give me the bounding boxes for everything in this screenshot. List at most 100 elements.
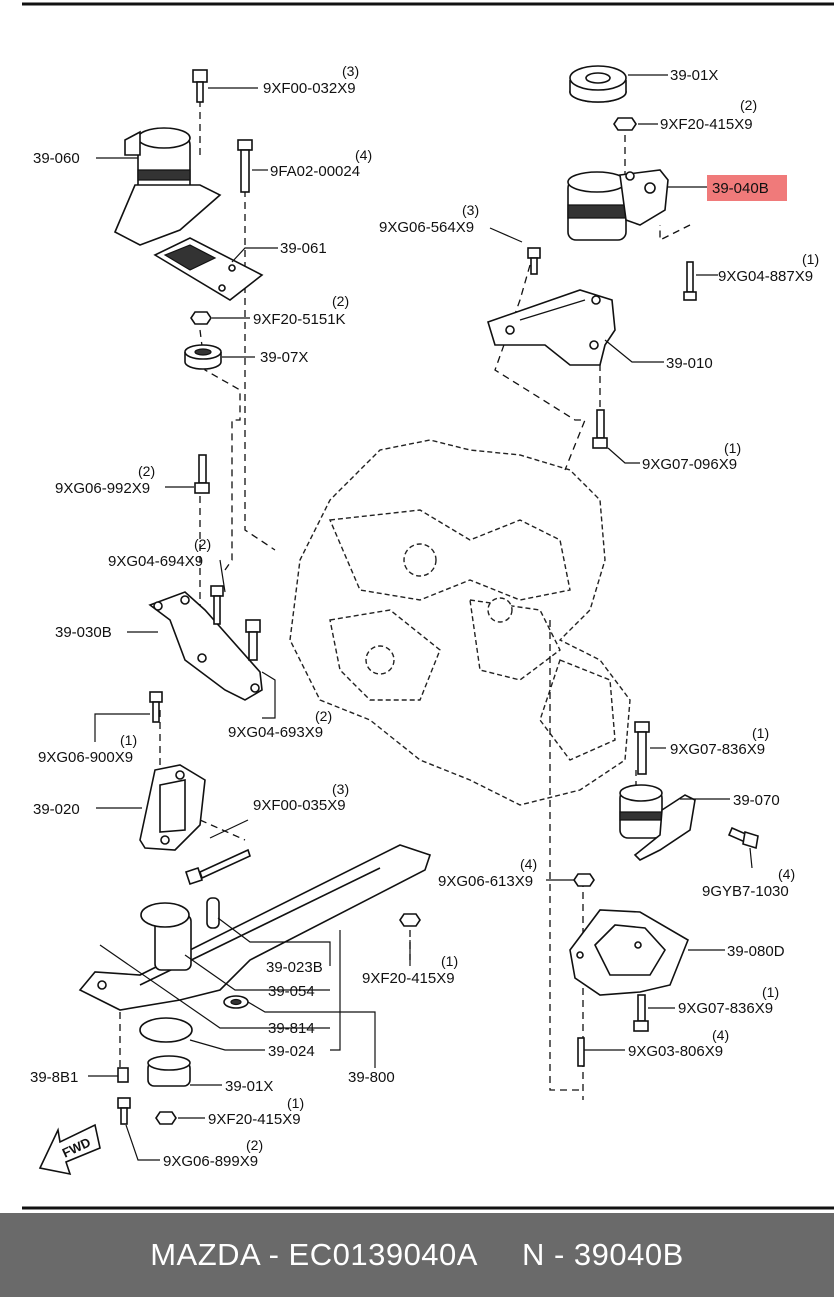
- label-9xg06-992x9: 9XG06-992X9: [55, 480, 150, 497]
- part-39-07x: [184, 344, 222, 370]
- qty-9xg06-900x9: (1): [120, 732, 137, 748]
- label-39-060: 39-060: [33, 150, 80, 167]
- label-39-01x-bottom: 39-01X: [225, 1078, 273, 1095]
- label-39-814: 39-814: [268, 1020, 315, 1037]
- part-39-814: [223, 995, 249, 1009]
- label-9xg06-900x9: 9XG06-900X9: [38, 749, 133, 766]
- engine-outline: [289, 439, 631, 806]
- bolt-9xg07-836x9-a: [634, 721, 650, 775]
- part-39-030b: [148, 591, 263, 701]
- label-9xg06-564x9: 9XG06-564X9: [379, 219, 474, 236]
- bolt-9fa02-00024: [237, 139, 253, 193]
- qty-9gyb7-1030: (4): [778, 866, 795, 882]
- bolt-9gyb7-1030: [727, 826, 759, 850]
- label-9xg04-694x9: 9XG04-694X9: [108, 553, 203, 570]
- bolt-9xf00-035x9: [184, 848, 251, 886]
- leader-lines: [88, 74, 753, 1161]
- qty-9xg06-564x9: (3): [462, 202, 479, 218]
- label-39-01x-top: 39-01X: [670, 67, 718, 84]
- part-39-024: [139, 1017, 193, 1043]
- label-9xf20-415x9-top: 9XF20-415X9: [660, 116, 753, 133]
- assembly-lines: [119, 100, 691, 1100]
- qty-9xg07-836x9-a: (1): [752, 725, 769, 741]
- bolt-9xf00-032x9: [192, 69, 208, 103]
- label-9xg07-836x9-b: 9XG07-836X9: [678, 1000, 773, 1017]
- bolt-9xg07-836x9-b: [633, 994, 649, 1032]
- label-9xf20-5151k: 9XF20-5151K: [253, 311, 346, 328]
- label-9xf00-035x9: 9XF00-035X9: [253, 797, 346, 814]
- parts-diagram: FWD: [22, 2, 834, 1210]
- qty-9fa02-00024: (4): [355, 147, 372, 163]
- part-39-040b: [567, 169, 669, 241]
- label-39-061: 39-061: [280, 240, 327, 257]
- qty-9xf20-415x9-top: (2): [740, 97, 757, 113]
- part-39-01x-top: [569, 65, 627, 103]
- label-39-023b: 39-023B: [266, 959, 323, 976]
- part-39-060: [113, 127, 222, 246]
- part-39-020: [139, 764, 206, 851]
- part-39-061: [153, 237, 264, 301]
- qty-9xg04-693x9: (2): [315, 708, 332, 724]
- label-39-070: 39-070: [733, 792, 780, 809]
- label-39-07x: 39-07X: [260, 349, 308, 366]
- qty-9xf20-415x9-mid: (1): [441, 953, 458, 969]
- part-39-010: [487, 289, 616, 366]
- part-39-054: [140, 902, 192, 971]
- fwd-arrow-icon: FWD: [38, 1123, 101, 1176]
- footer-ref-number: N - 39040B: [521, 1237, 684, 1272]
- callout-labels: 39-01X 9XF20-415X9 (2) 39-040B 9XG04-887…: [30, 63, 819, 1170]
- highlight-box: [707, 175, 787, 201]
- nut-9xf20-5151k: [190, 311, 212, 325]
- label-9gyb7-1030: 9GYB7-1030: [702, 883, 789, 900]
- label-39-040b: 39-040B: [712, 180, 769, 197]
- qty-9xf00-035x9: (3): [332, 781, 349, 797]
- label-39-800: 39-800: [348, 1069, 395, 1086]
- bolt-9xg04-887x9: [683, 261, 697, 301]
- label-9xg06-899x9: 9XG06-899X9: [163, 1153, 258, 1170]
- bolt-9xg06-564x9: [527, 247, 541, 275]
- label-9xg04-693x9: 9XG04-693X9: [228, 724, 323, 741]
- bolt-9xg06-992x9: [194, 454, 210, 494]
- part-39-070: [619, 784, 696, 861]
- label-9fa02-00024: 9FA02-00024: [270, 163, 360, 180]
- part-39-01x-bottom: [147, 1055, 191, 1087]
- label-9xf20-415x9-bottom: 9XF20-415X9: [208, 1111, 301, 1128]
- label-39-8b1: 39-8B1: [30, 1069, 78, 1086]
- bolt-9xg04-694x9: [210, 585, 224, 625]
- label-39-080d: 39-080D: [727, 943, 785, 960]
- label-9xg04-887x9: 9XG04-887X9: [718, 268, 813, 285]
- part-39-8b1: [117, 1067, 129, 1083]
- qty-9xf00-032x9: (3): [342, 63, 359, 79]
- footer-bar: MAZDA - EC0139040A N - 39040B: [0, 1213, 834, 1297]
- nut-9xf20-415x9-mid: [399, 913, 421, 927]
- qty-9xf20-415x9-bottom: (1): [287, 1095, 304, 1111]
- qty-9xg04-887x9: (1): [802, 251, 819, 267]
- label-9xf00-032x9: 9XF00-032X9: [263, 80, 356, 97]
- nut-9xg06-613x9: [573, 873, 595, 887]
- label-9xf20-415x9-mid: 9XF20-415X9: [362, 970, 455, 987]
- label-39-054: 39-054: [268, 983, 315, 1000]
- label-39-024: 39-024: [268, 1043, 315, 1060]
- label-9xg07-836x9-a: 9XG07-836X9: [670, 741, 765, 758]
- label-39-020: 39-020: [33, 801, 80, 818]
- part-39-023b: [206, 897, 220, 929]
- qty-9xg03-806x9: (4): [712, 1027, 729, 1043]
- label-9xg07-096x9: 9XG07-096X9: [642, 456, 737, 473]
- label-9xg06-613x9: 9XG06-613X9: [438, 873, 533, 890]
- qty-9xg06-992x9: (2): [138, 463, 155, 479]
- qty-9xg04-694x9: (2): [194, 536, 211, 552]
- qty-9xg06-613x9: (4): [520, 856, 537, 872]
- bolt-9xg07-096x9: [592, 409, 608, 449]
- label-39-030b: 39-030B: [55, 624, 112, 641]
- qty-9xf20-5151k: (2): [332, 293, 349, 309]
- bolt-9xg06-899x9: [117, 1097, 131, 1125]
- qty-9xg07-096x9: (1): [724, 440, 741, 456]
- label-39-010: 39-010: [666, 355, 713, 372]
- qty-9xg07-836x9-b: (1): [762, 984, 779, 1000]
- nut-9xf20-415x9-bottom: [155, 1111, 177, 1125]
- nut-9xf20-415x9-top: [613, 117, 637, 131]
- bolt-9xg06-900x9: [149, 691, 163, 723]
- label-9xg03-806x9: 9XG03-806X9: [628, 1043, 723, 1060]
- part-39-080d: [569, 909, 689, 996]
- footer-brand-part: MAZDA - EC0139040A: [150, 1237, 478, 1272]
